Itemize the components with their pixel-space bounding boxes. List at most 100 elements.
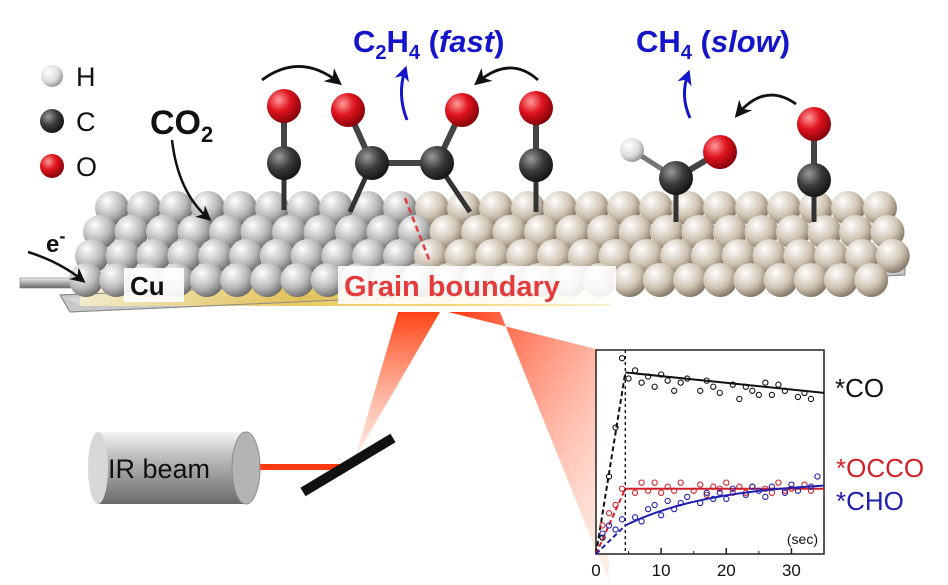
oxygen-atom xyxy=(797,107,831,141)
data-point xyxy=(618,355,626,362)
ir-mirror xyxy=(300,433,396,497)
occo-molecule xyxy=(331,93,479,214)
data-point xyxy=(638,479,645,486)
data-point xyxy=(657,512,665,519)
grain-boundary-label: Grain boundary xyxy=(344,271,560,303)
x-axis-label: (sec) xyxy=(787,531,818,547)
oxygen-atom xyxy=(331,93,365,127)
carbon-atom xyxy=(420,146,454,180)
co-molecule-3 xyxy=(797,107,831,222)
co-to-cho-arrow xyxy=(734,93,797,118)
boundary-atom xyxy=(612,263,647,297)
boundary-atom xyxy=(673,263,707,297)
boundary-atom xyxy=(642,263,677,297)
data-point xyxy=(703,491,710,498)
oxygen-atom xyxy=(519,91,553,125)
data-point xyxy=(612,424,619,431)
data-point xyxy=(677,479,684,486)
ir-light-cones xyxy=(355,312,610,585)
data-point xyxy=(631,489,639,496)
oxygen-atom xyxy=(267,89,301,123)
data-point xyxy=(697,387,704,394)
carbon-atom xyxy=(519,148,553,182)
carbon-atom xyxy=(659,161,693,195)
cu-atom xyxy=(69,263,103,297)
electron-label: e- xyxy=(46,226,65,258)
data-point xyxy=(781,489,789,496)
data-point xyxy=(794,393,802,401)
x-tick-label: 0 xyxy=(591,561,600,580)
series-label: *OCCO xyxy=(836,453,924,483)
data-point xyxy=(749,387,756,394)
boundary-atom xyxy=(875,239,910,273)
data-point xyxy=(736,395,743,403)
cu-atom xyxy=(319,191,353,225)
x-tick-label: 10 xyxy=(652,561,671,580)
fit-growth-curve xyxy=(624,484,825,527)
ir-beam-cylinder xyxy=(98,432,246,504)
data-point xyxy=(625,375,632,382)
data-point xyxy=(599,522,606,529)
data-point xyxy=(651,501,658,509)
series-label: *CO xyxy=(835,373,884,403)
data-point xyxy=(768,391,776,399)
ir-beam-label: IR beam xyxy=(108,454,210,484)
data-point xyxy=(677,379,684,386)
cu-atom xyxy=(189,263,224,297)
grain-boundary-label-box xyxy=(338,266,616,304)
electron-arrow xyxy=(27,250,86,283)
c2h4-label: C2H4 (fast) xyxy=(353,24,504,64)
data-point xyxy=(775,479,782,486)
cu-label-box xyxy=(124,268,184,302)
co-molecule-2 xyxy=(519,91,553,212)
data-point xyxy=(814,473,821,480)
co-molecule-1 xyxy=(267,89,301,210)
co2-label: CO2 xyxy=(150,104,213,147)
data-point xyxy=(755,391,763,399)
data-point xyxy=(664,497,671,505)
fit-rise-line xyxy=(595,524,627,555)
data-point xyxy=(703,489,710,496)
boundary-atom xyxy=(733,263,768,297)
co-to-occo-arrow xyxy=(261,65,342,86)
legend-c: C xyxy=(76,107,96,137)
data-point xyxy=(762,379,769,386)
element-legend: H C O xyxy=(40,62,97,182)
data-point xyxy=(657,489,665,496)
data-point xyxy=(710,383,717,390)
x-tick-label: 30 xyxy=(782,561,801,580)
boundary-atom xyxy=(763,263,798,297)
oxygen-atom xyxy=(445,93,479,127)
fit-plateau-line xyxy=(625,371,825,394)
data-point xyxy=(612,501,619,509)
oxygen-atom xyxy=(703,135,737,169)
data-point xyxy=(605,522,613,529)
x-tick-label: 20 xyxy=(717,561,736,580)
data-point xyxy=(638,379,645,386)
data-point xyxy=(807,395,815,403)
legend-o: O xyxy=(76,152,97,182)
cu-atom xyxy=(310,263,345,297)
boundary-atom xyxy=(824,263,858,297)
grain-boundary-line xyxy=(403,197,432,263)
boundary-atom xyxy=(703,263,738,297)
data-point xyxy=(684,493,691,501)
data-point xyxy=(729,485,736,492)
co-to-occo-arrow-right xyxy=(474,66,539,86)
boundary-atom xyxy=(854,263,889,297)
reaction-arrows xyxy=(27,65,797,283)
data-point xyxy=(762,493,769,501)
fit-rise-line xyxy=(595,488,627,555)
fit-rise-line xyxy=(595,372,627,555)
carbon-atom xyxy=(267,146,301,180)
ch4-release-arrow xyxy=(677,69,692,119)
legend-h: H xyxy=(76,62,96,92)
data-point xyxy=(651,479,658,486)
data-point xyxy=(618,516,626,523)
cho-molecule xyxy=(620,135,737,222)
cu-atom xyxy=(220,263,254,297)
cu-atom xyxy=(351,191,385,225)
data-point xyxy=(651,383,658,390)
data-point xyxy=(697,481,704,488)
